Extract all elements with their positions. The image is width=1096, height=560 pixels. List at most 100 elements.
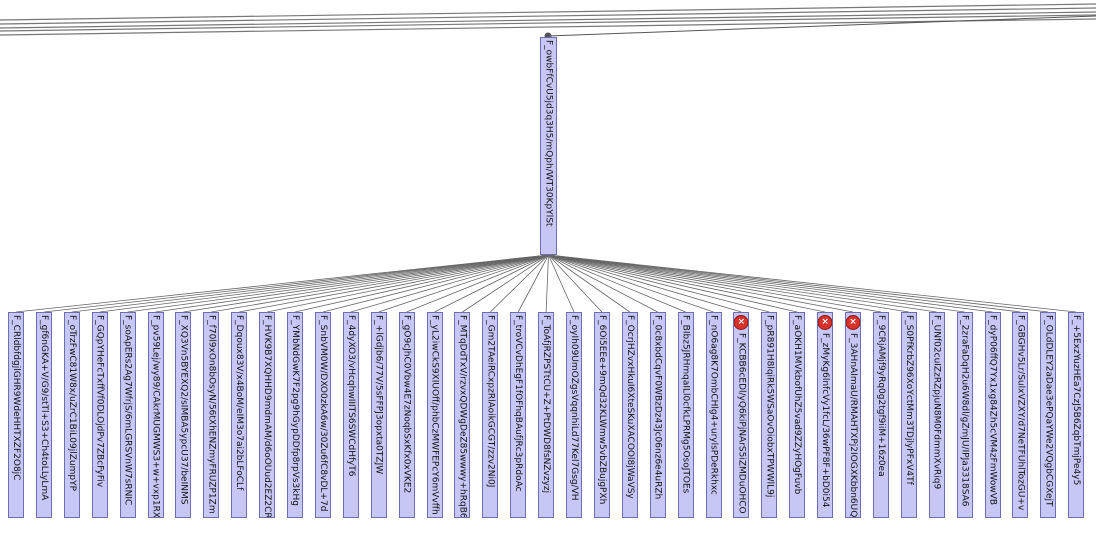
child-edge bbox=[490, 254, 549, 313]
child-node[interactable]: F_oTrzFwC81W8x/uZrC1BiL09jlZumpYP bbox=[63, 312, 80, 518]
error-icon: × bbox=[734, 315, 749, 330]
child-node[interactable]: F_f70l9xOn8bOsyN/56tXhENZmyFRUZP1Zm bbox=[203, 312, 220, 518]
child-node[interactable]: F_CRldbfdgjlGHR9WdeHHTXZF2O8jC bbox=[8, 312, 24, 518]
child-node-label: F_pR891H8lqiRk5WSaOvOiobxTPWWlL9j bbox=[764, 315, 775, 498]
root-node[interactable]: F_owbFfCvU5jd3q3H5/mQph/WT30KpYlSt bbox=[540, 37, 557, 255]
child-node-label: F_troVCvDhEgF1fOFhqBAufjRc3pRdoAc bbox=[513, 315, 524, 492]
child-node[interactable]: F_OLdDLEY2aDae3ePQaYWe2VQgbCGXejT bbox=[1040, 312, 1057, 518]
child-node-label: F_dyP06ffQ7Yx1xg84Zh5cVM4zFmWowVB bbox=[987, 315, 998, 506]
child-node-label: F_zMyKg6lnfcVy1fcL/36wPF8F+bD0i54 bbox=[820, 333, 831, 508]
child-node-label: F_yL2iwCkS9XIUOff/phbCzMWFEPcY6mVvffh bbox=[429, 315, 440, 515]
child-node-label: F_pv59Lej/wy89/CAkrMUGMWS3+w+vxp1RXk9 bbox=[150, 315, 161, 518]
child-node[interactable]: F_gO9cJhC0Vbw4E7zNoqbSxKfx0xVKE2 bbox=[398, 312, 415, 518]
child-edge bbox=[548, 254, 742, 313]
child-edge bbox=[548, 254, 937, 313]
child-node[interactable]: F_GQpYHeFcTxffVf0DLOjdPv7ZBcFyFiv bbox=[91, 312, 108, 518]
child-node[interactable]: F_pR891H8lqiRk5WSaOvOiobxTPWWlL9j bbox=[761, 312, 778, 518]
child-edge bbox=[99, 254, 549, 313]
child-node-label: F_0c8xbdCqvF0WBzDz43Jc06nz6e4uRZh bbox=[652, 315, 663, 500]
child-node-label: F_f70l9xOn8bOsyN/56tXhENZmyFRUZP1Zm bbox=[206, 315, 217, 514]
child-node[interactable]: F_YMbNdGwK7F2pg9hGypDDfp8rpVs3kHg bbox=[287, 312, 303, 518]
child-edge bbox=[211, 254, 549, 313]
child-node[interactable]: F_2zraFaDqH2u6W8dl/gZmJU/IPJa3318SA6 bbox=[956, 312, 973, 518]
child-node-label: F_UNf02cuIZzRZpjuN8M0FdmmXvRiq9 bbox=[931, 315, 942, 490]
child-node[interactable]: F_9CRjAMjf9yRq0g2tgf9iiM+16z0ea bbox=[872, 312, 889, 518]
child-node[interactable]: F_yL2iwCkS9XIUOff/phbCzMWFEPcY6mVvffh bbox=[426, 312, 443, 518]
child-node[interactable]: F_+lGdjb6/77V/5sFFPJ3opxta0TZJW bbox=[370, 312, 387, 518]
child-node[interactable]: F_Dqoux83V/x4BoM/eIM3o7ai2bLFoCLf bbox=[231, 312, 248, 518]
child-node[interactable]: F_troVCvDhEgF1fOFhqBAufjRc3pRdoAc bbox=[510, 312, 527, 518]
child-node-label: F_oTrzFwC81W8x/uZrC1BiL09jlZumpYP bbox=[66, 315, 77, 492]
child-node-label: F_oyIh09UmOZgsVqqnhiLd77Kel7Gsg/VH bbox=[569, 315, 579, 501]
child-node-label: F_OLdDLEY2aDae3ePQaYWe2VQgbCGXejT bbox=[1043, 315, 1054, 507]
child-node[interactable]: F_+5ExzYuzHEa7CzJ5B6ZqbTmjPe4y5 bbox=[1068, 312, 1085, 518]
child-node-label: F_SnbVM0W/DXO0zkA6w/30Zu6fC8vDL+7d bbox=[317, 315, 328, 512]
child-node[interactable]: F_OcrjHZvxHkuI6XteSKuXACOOl8jWaVSy bbox=[621, 312, 638, 518]
child-node[interactable]: F_soApERs2Ag7WfrjS/6mLGRSVnW7sRNIC bbox=[119, 312, 136, 518]
error-icon: × bbox=[818, 315, 833, 330]
parent-edge bbox=[0, 14, 1096, 32]
child-edge bbox=[322, 254, 549, 313]
child-edge bbox=[15, 254, 549, 313]
child-node-label: F_BIbz5JRHmqaILl0cfkLPRMg5OsoJTOEs bbox=[680, 315, 691, 494]
child-node[interactable]: F_SnbVM0W/DXO0zkA6w/30Zu6fC8vDL+7d bbox=[314, 312, 331, 518]
child-node-label: F_S0PfKrbZ96XoYctMm3TDjlyPFxV4Tf bbox=[903, 315, 914, 485]
child-edge bbox=[548, 254, 1077, 313]
parent-edge bbox=[0, 7, 1096, 25]
child-edge bbox=[71, 254, 549, 313]
child-node[interactable]: F_dyP06ffQ7Yx1xg84Zh5cVM4zFmWowVB bbox=[984, 312, 1001, 518]
child-edge bbox=[127, 254, 549, 313]
child-edge bbox=[548, 254, 686, 313]
child-node[interactable]: F_4dyXO3/vHcqhwIIITS6SWCdHfyT6 bbox=[342, 312, 359, 518]
child-edge bbox=[239, 254, 549, 313]
child-node[interactable]: F_ToAfjRZPSTtCU+Z+PtDWD8fsNZvzyzj bbox=[538, 312, 555, 518]
child-node[interactable]: F_MTqDdTxV/rzvxQDWgDeZ85wwwy+hRqB6 bbox=[454, 312, 471, 518]
child-edge bbox=[548, 254, 881, 313]
child-node-label: F_YMbNdGwK7F2pg9hGypDDfp8rpVs3kHg bbox=[290, 315, 300, 506]
child-edge bbox=[378, 254, 549, 313]
child-node[interactable]: F_Gm2TAeiRCxpzRlAoikGCGT/zzv2Ni0J bbox=[482, 312, 499, 518]
parent-edge bbox=[0, 11, 1096, 29]
child-node-label: F_6Oi5EEe+9mQd32KLWmw5vbZBujgPXh bbox=[596, 315, 607, 505]
child-node-label: F_MTqDdTxV/rzvxQDWgDeZ85wwwy+hRqB6 bbox=[457, 315, 468, 518]
child-edge bbox=[155, 254, 549, 313]
child-node[interactable]: F_aOKH1MVkbofUhZ5vad9ZZyHOgFuvb bbox=[789, 312, 806, 518]
child-node-label: F_XQ3Vn5BYEXQ2/sIMBA5ypcU37/beINMS bbox=[178, 315, 189, 505]
child-node[interactable]: F_nO6ag8K7OmbCHlg4+urylsPDeRkhxc bbox=[705, 312, 722, 518]
child-node[interactable]: × F_zMyKg6lnfcVy1fcL/36wPF8F+bD0i54 bbox=[817, 312, 834, 518]
child-edge bbox=[548, 254, 575, 313]
child-edge bbox=[548, 254, 965, 313]
child-node-label: F_CRldbfdgjlGHR9WdeHHTXZF2O8jC bbox=[11, 315, 21, 481]
child-edge bbox=[294, 254, 549, 313]
child-edge bbox=[548, 254, 826, 313]
child-node[interactable]: F_oyIh09UmOZgsVqqnhiLd77Kel7Gsg/VH bbox=[566, 312, 582, 518]
child-node[interactable]: F_BIbz5JRHmqaILl0cfkLPRMg5OsoJTOEs bbox=[677, 312, 694, 518]
child-edge bbox=[434, 254, 549, 313]
parent-edge bbox=[0, 18, 1096, 36]
child-node-label: F_GQpYHeFcTxffVf0DLOjdPv7ZBcFyFiv bbox=[94, 315, 105, 488]
child-node-label: F_+5ExzYuzHEa7CzJ5B6ZqbTmjPe4y5 bbox=[1071, 315, 1082, 486]
parent-edge bbox=[547, 15, 1096, 37]
error-icon: × bbox=[846, 315, 860, 330]
child-node[interactable]: F_0c8xbdCqvF0WBzDz43Jc06nz6e4uRZh bbox=[649, 312, 666, 518]
child-node-label: F_ToAfjRZPSTtCU+Z+PtDWD8fsNZvzyzj bbox=[541, 315, 552, 494]
child-node[interactable]: F_gf6nGKA+V/G9/stTl+S3+Ch4toLLyLmA bbox=[35, 312, 52, 518]
child-node[interactable]: F_HVK9B7XQHHD9mdmAM/d6oOUud2EZ2CR7Z bbox=[259, 312, 276, 518]
child-edge bbox=[517, 254, 549, 313]
child-node[interactable]: F_pv59Lej/wy89/CAkrMUGMWS3+w+vxp1RXk9 bbox=[147, 312, 164, 518]
child-edge bbox=[548, 254, 658, 313]
child-node[interactable]: ×F_3AHnAImaU/RMAHTXPj2IOGXKbbn6UQ bbox=[845, 312, 861, 518]
child-node-label: F_Gm2TAeiRCxpzRlAoikGCGT/zzv2Ni0J bbox=[485, 315, 496, 488]
child-node[interactable]: × F_KCBB6cEDl/yQ6kiPjNArS5iZMDuOHCO bbox=[733, 312, 750, 518]
child-node-label: F_GBGHv5Lr/SulxVZXY/d7NeTFUhlTozGU+v bbox=[1015, 315, 1026, 511]
child-node[interactable]: F_UNf02cuIZzRZpjuN8M0FdmmXvRiq9 bbox=[928, 312, 945, 518]
child-node-label: F_KCBB6cEDl/yQ6kiPjNArS5iZMDuOHCO bbox=[736, 333, 747, 514]
child-node-label: F_aOKH1MVkbofUhZ5vad9ZZyHOgFuvb bbox=[792, 315, 803, 495]
child-node[interactable]: F_S0PfKrbZ96XoYctMm3TDjlyPFxV4Tf bbox=[900, 312, 917, 518]
child-edge bbox=[183, 254, 549, 313]
child-node[interactable]: F_GBGHv5Lr/SulxVZXY/d7NeTFUhlTozGU+v bbox=[1012, 312, 1029, 518]
child-edge bbox=[406, 254, 549, 313]
child-edge bbox=[548, 254, 798, 313]
child-node[interactable]: F_XQ3Vn5BYEXQ2/sIMBA5ypcU37/beINMS bbox=[175, 312, 192, 518]
child-node[interactable]: F_6Oi5EEe+9mQd32KLWmw5vbZBujgPXh bbox=[593, 312, 610, 518]
